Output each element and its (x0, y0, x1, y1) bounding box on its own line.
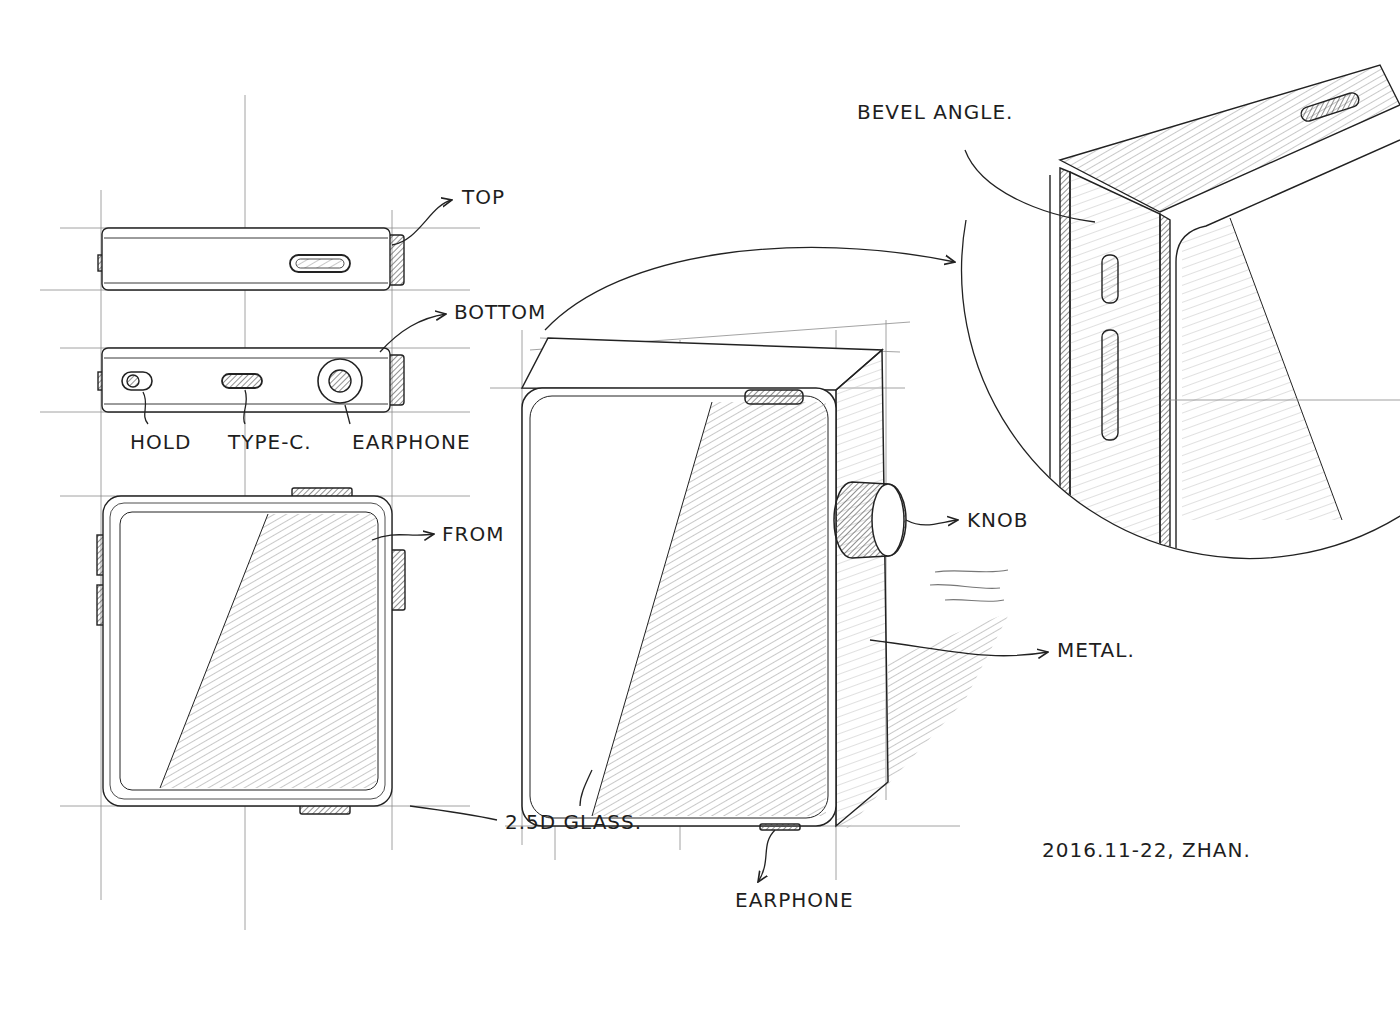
callout-label: EARPHONE (350, 430, 473, 454)
sketch-path (580, 770, 592, 806)
sketch-rect (745, 390, 803, 404)
sketch-rect (110, 503, 385, 799)
sketch-g (930, 570, 1008, 601)
sketch-rect (222, 374, 262, 388)
sketch-path (870, 640, 1048, 656)
sketch-path (930, 585, 1000, 589)
sketch-line (1049, 175, 1050, 560)
sketch-path (758, 830, 775, 882)
sketch-circle (329, 370, 351, 392)
sketch-rect (290, 255, 350, 272)
callout-label: BEVEL ANGLE. (855, 100, 1015, 124)
sketch-path (392, 200, 452, 245)
sketch-rect (530, 396, 828, 818)
front-view (97, 488, 405, 814)
sketch-path (1176, 140, 1400, 560)
sketch-rect (103, 496, 392, 806)
sketch-polygon (836, 350, 888, 826)
sketch-path (545, 247, 955, 330)
perspective-view (522, 338, 1010, 830)
sketch-rect (296, 259, 344, 268)
sketch-path (935, 570, 1008, 572)
sketch-circle (318, 359, 362, 403)
sketch-line (1230, 218, 1342, 520)
sketch-polygon (1060, 168, 1070, 560)
sketch-polygon (1070, 172, 1160, 560)
sketch-rect (122, 372, 152, 390)
sketch-path (143, 392, 148, 424)
callout-label: 2016.11-22, ZHAN. (1040, 838, 1253, 862)
sketch-line (104, 238, 388, 239)
sketch-path (372, 534, 434, 540)
callout-label: HOLD (128, 430, 193, 454)
sketch-line (104, 283, 388, 284)
sketch-line (1160, 400, 1400, 401)
sketch-ellipse (872, 484, 904, 556)
sketch-rect (760, 824, 800, 830)
sketch-polygon (1182, 218, 1342, 520)
callout-label: FROM (440, 522, 506, 546)
sketch-path (345, 405, 350, 424)
sketch-path (834, 482, 906, 558)
sketch-line (104, 358, 388, 359)
callout-label: METAL. (1055, 638, 1137, 662)
magnified-detail (1050, 65, 1400, 560)
callout-label: 2.5D GLASS. (503, 810, 644, 834)
callout-label: TYPE-C. (226, 430, 314, 454)
sketch-polygon (160, 514, 376, 788)
callout-label: KNOB (965, 508, 1031, 532)
sketch-polygon (592, 402, 826, 816)
sketch-rect (1299, 91, 1360, 123)
sketch-rect (102, 228, 390, 290)
sketch-rect (120, 512, 378, 790)
sketch-path (380, 314, 446, 352)
sketch-path (244, 390, 247, 424)
sketch-rect (1102, 255, 1118, 303)
sketch-polygon (522, 338, 882, 390)
sketch-circle (127, 375, 139, 387)
callout-label: TOP (460, 185, 507, 209)
magnifier-outline (962, 220, 1400, 558)
sketch-path (965, 150, 1095, 222)
sketch-path (906, 520, 958, 525)
top-view (98, 228, 404, 290)
sketch-rect (522, 388, 836, 826)
bottom-view (98, 348, 404, 412)
callout-label: EARPHONE (733, 888, 856, 912)
sketch-rect (1102, 330, 1118, 440)
sketch-polygon (1060, 65, 1400, 212)
construction-lines (40, 95, 960, 930)
callout-label: BOTTOM (452, 300, 548, 324)
sketch-path (945, 600, 1004, 602)
sketch-polygon (1160, 214, 1170, 560)
sketch-line (160, 514, 268, 788)
sketch-line (592, 402, 712, 816)
sketch-path (410, 806, 497, 820)
leader-lines (143, 150, 1095, 882)
